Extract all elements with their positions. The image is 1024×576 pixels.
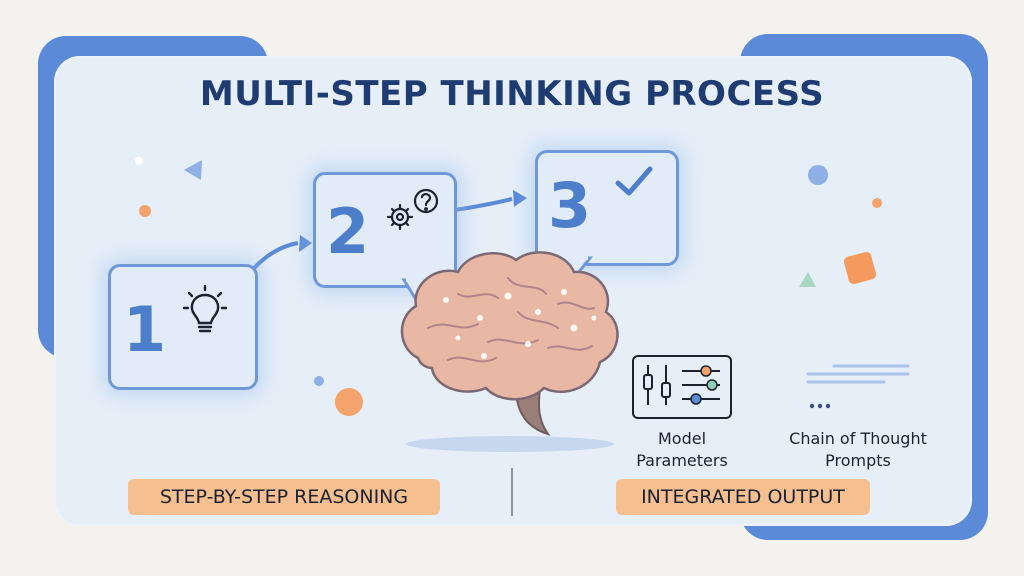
model-parameters-line2: Parameters (636, 451, 728, 470)
section-divider (511, 468, 513, 516)
prompt-lines-icon (806, 364, 910, 409)
chain-of-thought-line1: Chain of Thought (789, 429, 927, 448)
step-1-box: 1 (108, 264, 258, 390)
step-2-number: 2 (326, 195, 370, 268)
step-1-number: 1 (123, 293, 167, 366)
sliders-icon (643, 365, 720, 405)
diagram-title: MULTI-STEP THINKING PROCESS (199, 74, 825, 114)
chain-of-thought-label: Chain of Thought Prompts (772, 428, 944, 472)
lightbulb-icon (182, 284, 228, 333)
gear-question-icon (386, 188, 439, 231)
integrated-output-label: INTEGRATED OUTPUT (616, 479, 870, 515)
checkmark-icon (615, 166, 653, 196)
model-parameters-label: Model Parameters (630, 428, 734, 472)
step-2-box: 2 (313, 172, 457, 288)
sliders-icon-box (632, 355, 732, 419)
step-3-box: 3 (535, 150, 679, 266)
step-by-step-reasoning-label: STEP-BY-STEP REASONING (128, 479, 440, 515)
model-parameters-line1: Model (657, 429, 707, 448)
step-3-number: 3 (548, 169, 592, 242)
chain-of-thought-line2: Prompts (825, 451, 891, 470)
brain-illustration (400, 251, 619, 452)
